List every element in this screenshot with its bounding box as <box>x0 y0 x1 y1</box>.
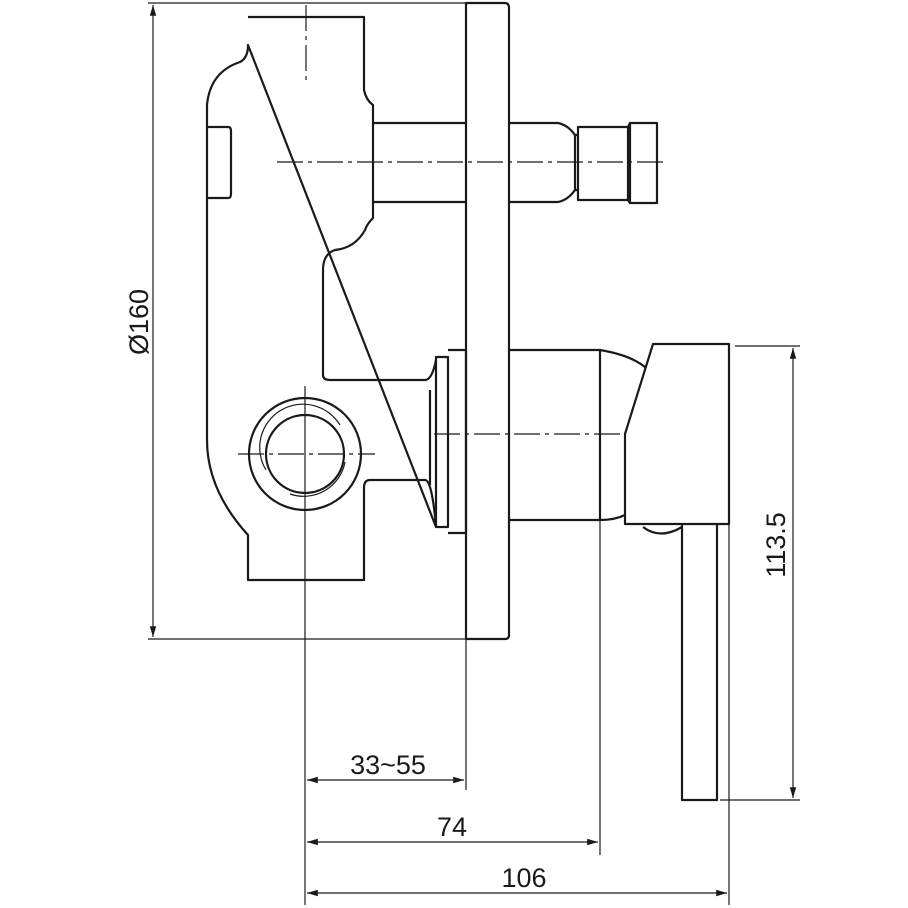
flange-outer <box>448 348 468 535</box>
cartridge-depth-label: 74 <box>437 812 467 842</box>
valve-body <box>205 15 438 582</box>
lever <box>642 524 719 802</box>
diverter-stem-outer <box>510 121 659 205</box>
flange-inner <box>428 355 450 529</box>
handle <box>623 342 731 526</box>
cartridge-cylinder <box>510 348 646 522</box>
wall-depth-label: 33~55 <box>350 750 426 780</box>
diameter-label: Ø160 <box>124 289 154 355</box>
cover-plate <box>464 1 511 641</box>
total-depth-label: 106 <box>501 863 546 893</box>
body-slot <box>207 125 233 200</box>
diverter-stem-inner <box>374 121 466 204</box>
height-label: 113.5 <box>761 512 791 578</box>
